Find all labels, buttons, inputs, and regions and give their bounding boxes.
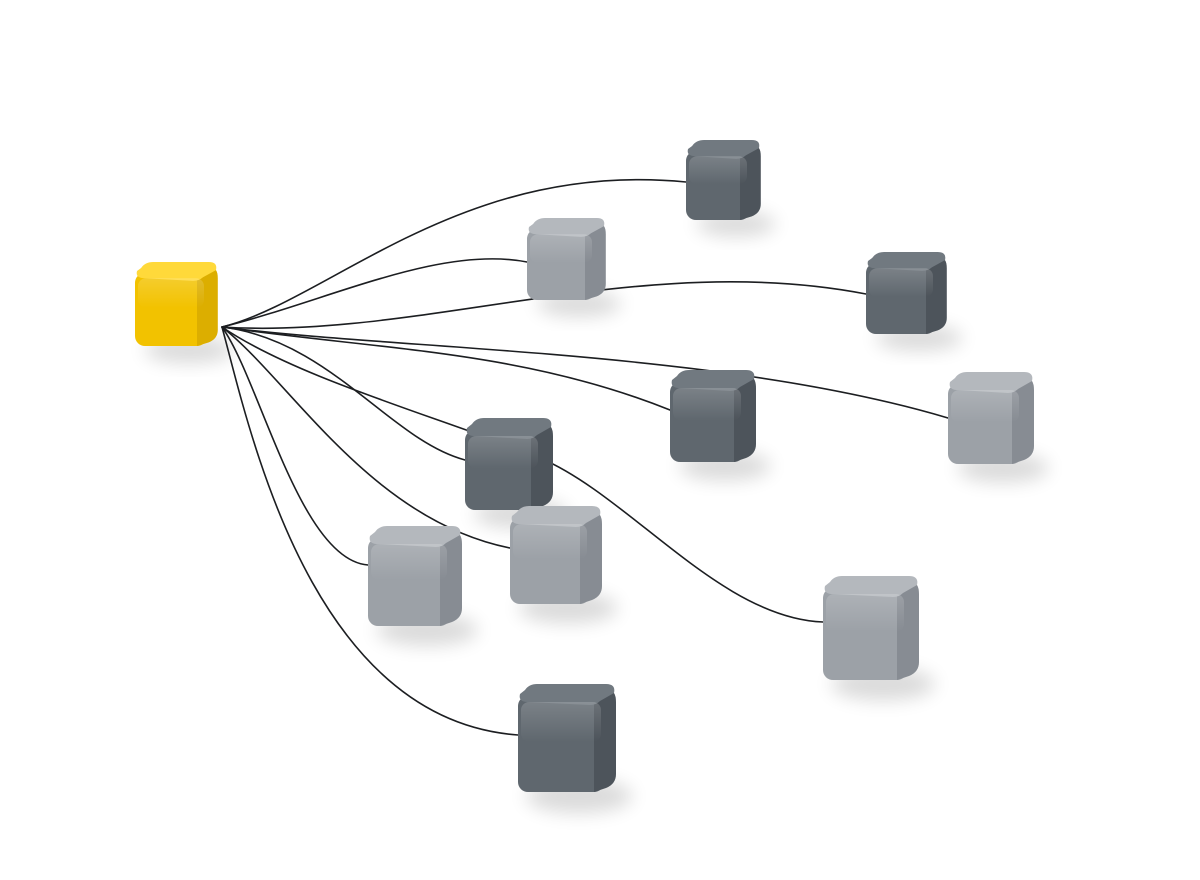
- cube-node-9-sheen: [826, 594, 904, 632]
- cube-node-4[interactable]: [670, 370, 756, 462]
- wire-node-10: [221, 326, 519, 736]
- wire-node-6: [221, 326, 466, 461]
- cube-node-3-sheen: [869, 268, 933, 297]
- wire-node-2: [221, 258, 528, 328]
- wire-node-1: [221, 178, 687, 328]
- cube-node-10[interactable]: [518, 684, 616, 792]
- cubes-layer: [135, 140, 1034, 792]
- cube-node-9[interactable]: [823, 576, 919, 680]
- cube-node-2-sheen: [530, 234, 592, 263]
- cube-node-6-top-face: [466, 418, 552, 439]
- cube-node-3[interactable]: [866, 252, 947, 334]
- cube-node-10-top-face: [519, 684, 615, 705]
- cube-node-7-top-face: [369, 526, 461, 547]
- cube-node-1-top-face: [687, 140, 760, 159]
- cube-node-5-sheen: [951, 390, 1019, 423]
- cube-node-1-sheen: [689, 156, 747, 185]
- cube-node-7-sheen: [371, 544, 447, 580]
- cube-node-4-top-face: [671, 370, 755, 391]
- wire-node-5: [221, 326, 949, 419]
- cube-node-10-sheen: [521, 702, 601, 742]
- cube-node-8[interactable]: [510, 506, 602, 604]
- cube-node-5-top-face: [949, 372, 1033, 393]
- cube-node-7[interactable]: [368, 526, 462, 626]
- cube-node-6[interactable]: [465, 418, 553, 510]
- cube-node-5[interactable]: [948, 372, 1034, 464]
- cube-node-4-sheen: [673, 388, 741, 421]
- cube-node-3-top-face: [867, 252, 946, 271]
- hub-cube[interactable]: [135, 262, 218, 346]
- wire-node-4: [221, 326, 671, 411]
- cube-node-2[interactable]: [527, 218, 606, 300]
- hub-cube-top-face: [136, 262, 217, 281]
- cube-node-9-top-face: [824, 576, 918, 597]
- cube-node-1[interactable]: [686, 140, 761, 220]
- wire-node-7: [221, 326, 369, 566]
- cube-node-2-top-face: [528, 218, 605, 237]
- cube-node-6-sheen: [468, 436, 538, 469]
- hub-cube-sheen: [138, 278, 204, 308]
- cube-node-8-sheen: [513, 524, 587, 560]
- cube-node-8-top-face: [511, 506, 601, 527]
